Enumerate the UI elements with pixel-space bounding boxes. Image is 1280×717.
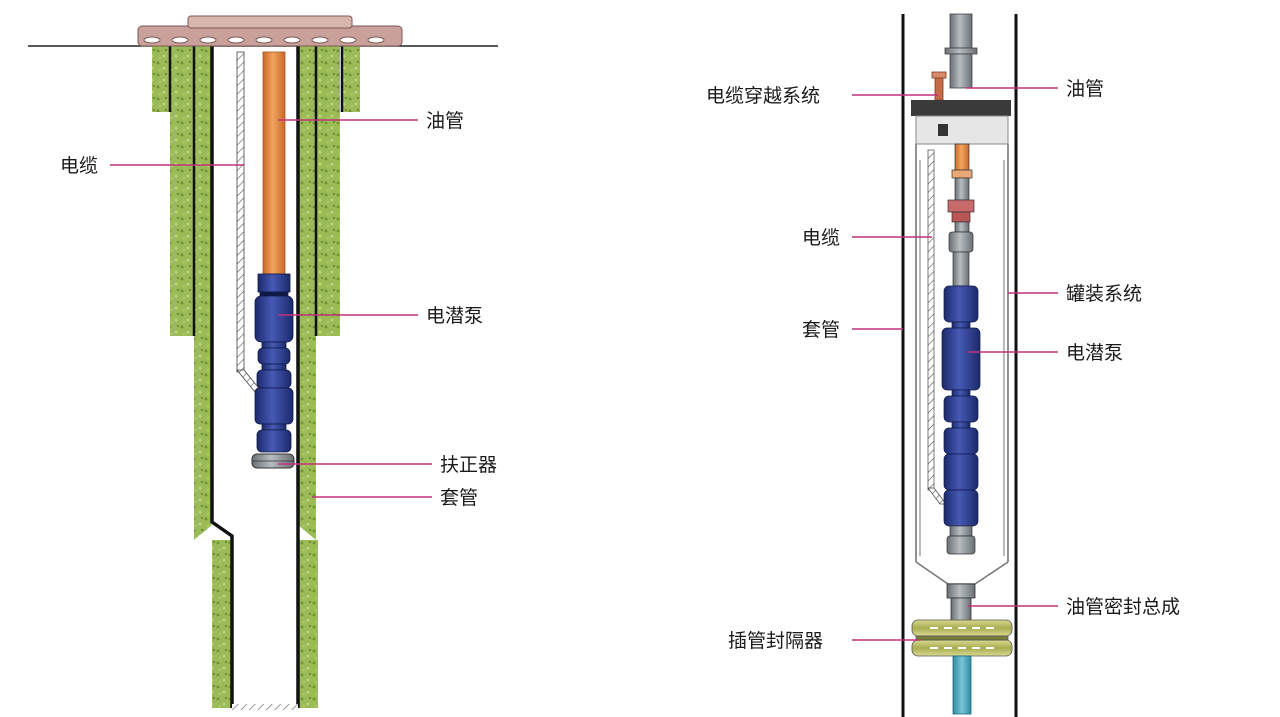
right-diagram: 电缆穿越系统 油管 电缆 罐装系统 套管 电潜泵 油管密封总成 插管封隔器 [706,13,1180,717]
right-internal-string [947,143,975,287]
label-stinger-packer-right: 插管封隔器 [728,630,823,652]
label-cable-right: 电缆 [802,227,840,249]
well-bottom [232,704,298,710]
label-tubing-right: 油管 [1066,78,1104,100]
left-leaders [110,119,432,498]
left-diagram: 电缆 油管 电潜泵 扶正器 套管 [28,15,498,710]
right-tubing-seal-assembly [946,583,976,625]
left-formation [152,46,360,708]
label-cable-left: 电缆 [60,155,98,177]
label-canned-system-right: 罐装系统 [1066,283,1142,305]
right-tailpipe [952,655,972,715]
right-cable-penetrator [931,71,947,101]
label-tubing-left: 油管 [426,110,464,132]
right-leaders [852,87,1058,641]
left-labels: 电缆 油管 电潜泵 扶正器 套管 [60,110,497,509]
label-seal-assembly-right: 油管密封总成 [1066,596,1180,618]
left-tubing [262,51,286,275]
label-centralizer-left: 扶正器 [440,454,497,476]
label-casing-right: 套管 [802,319,840,341]
right-top-tubing [944,13,978,89]
label-esp-right: 电潜泵 [1066,342,1123,364]
right-labels: 电缆穿越系统 油管 电缆 罐装系统 套管 电潜泵 油管密封总成 插管封隔器 [706,78,1180,652]
left-esp [254,273,294,453]
right-lower-string [946,525,976,555]
label-esp-left: 电潜泵 [426,305,483,327]
right-stinger-packer [911,619,1013,657]
right-esp [941,285,981,527]
right-can-cap [911,100,1011,145]
left-centralizer [251,453,295,469]
left-casing-walls [168,46,344,708]
left-wellhead [137,15,403,47]
label-casing-left: 套管 [440,487,478,509]
label-cable-penetrator-right: 电缆穿越系统 [706,85,820,107]
right-cable [927,149,947,505]
